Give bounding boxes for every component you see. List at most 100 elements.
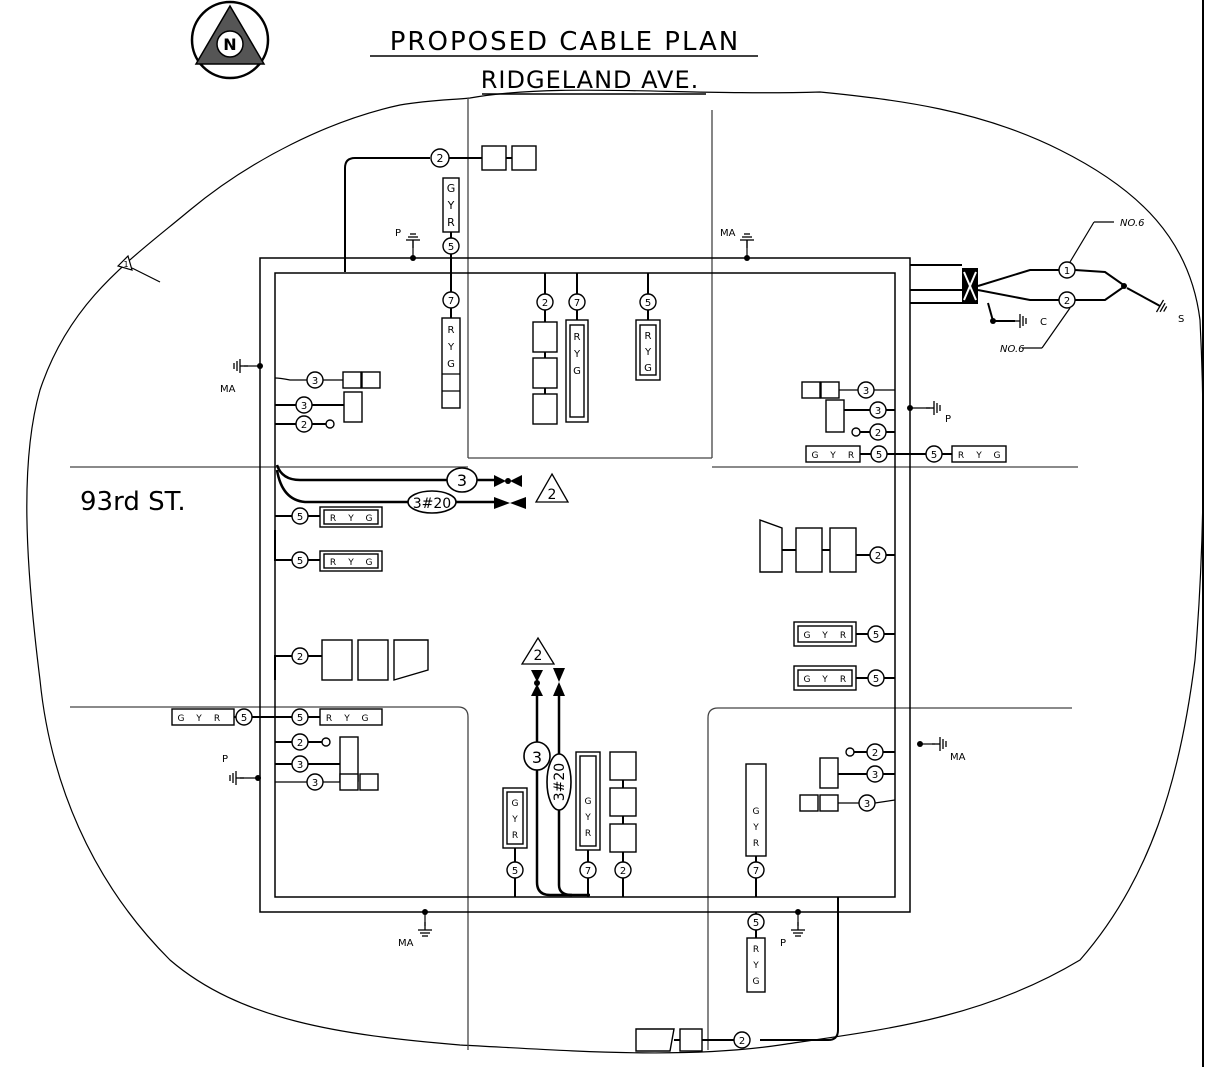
cable-count: 3 — [875, 406, 881, 417]
signal-letter: Y — [752, 823, 759, 833]
nw-ped-group: 3 3 2 — [274, 371, 381, 433]
cable-count: 3 — [863, 386, 869, 397]
service-disconnect: 1 2 S NO.6 NO.6 C — [962, 218, 1184, 355]
signal-letter: G — [812, 451, 819, 461]
signal-letter: Y — [347, 514, 354, 524]
cable-count: 5 — [297, 556, 303, 567]
ground-label-p: P — [945, 414, 951, 425]
north-mid-signal-group: 2 7 R Y G 5 R Y G — [532, 273, 661, 425]
revision-marker-2 — [520, 636, 556, 665]
signal-letter: Y — [829, 451, 836, 461]
signal-letter: R — [330, 514, 336, 524]
signal-letter: G — [366, 558, 373, 568]
signal-letter: R — [448, 325, 455, 336]
signal-letter: G — [573, 366, 581, 377]
signal-letter: Y — [752, 961, 759, 971]
signal-letter: R — [753, 945, 759, 955]
cable-count: 5 — [876, 450, 882, 461]
proposed-cable-south: 2 3 3#20 — [520, 636, 590, 897]
cable-count: 7 — [753, 866, 759, 877]
ground-label-c: C — [1040, 317, 1047, 328]
sw-signal-group: 2 G Y R 5 5 R Y G 2 3 3 — [171, 639, 429, 791]
signal-letter: R — [645, 331, 652, 342]
cable-count: 3 — [297, 760, 303, 771]
signal-letter: G — [585, 797, 592, 807]
signal-letter: R — [574, 332, 581, 343]
signal-letter: G — [804, 631, 811, 641]
title-line-2: RIDGELAND AVE. — [481, 66, 700, 94]
cable-count: 5 — [512, 866, 518, 877]
north-arrow-icon: N — [190, 0, 270, 80]
south-signal-group: G Y R 5 G Y R 7 2 — [502, 751, 637, 897]
signal-letter: Y — [447, 199, 455, 212]
cable-count: 3 — [301, 401, 307, 412]
signal-letter: R — [447, 216, 455, 229]
signal-letter: Y — [343, 714, 350, 724]
signal-letter: R — [330, 558, 336, 568]
signal-letter: G — [362, 714, 369, 724]
revision-marker-1-label: 1 — [123, 260, 128, 269]
cable-count: 5 — [753, 918, 759, 929]
signal-letter: R — [214, 714, 220, 724]
streets — [70, 98, 1078, 1050]
signal-letter: G — [447, 182, 456, 195]
ground-label-ma: MA — [720, 228, 736, 239]
signal-letter: R — [840, 631, 846, 641]
signal-letter: G — [366, 514, 373, 524]
ground-label-ma: MA — [220, 384, 236, 395]
project-boundary — [26, 89, 1204, 1054]
cable-count: 2 — [875, 551, 881, 562]
signal-letter: R — [585, 829, 591, 839]
signal-letter: Y — [584, 813, 591, 823]
signal-letter: R — [848, 451, 854, 461]
signal-letter: Y — [511, 815, 518, 825]
west-signal-group: 5 R Y G 5 R Y G — [274, 506, 383, 572]
ground-label-ma: MA — [950, 752, 966, 763]
title-line-1: PROPOSED CABLE PLAN — [390, 27, 741, 57]
cable-count: 2 — [297, 652, 303, 663]
ground-label-p: P — [395, 228, 401, 239]
signal-letter: G — [178, 714, 185, 724]
cable-count: 5 — [448, 242, 454, 253]
signal-letter: G — [447, 359, 455, 370]
signal-letter: Y — [821, 631, 828, 641]
street-label-93rd: 93rd ST. — [80, 487, 186, 517]
signal-letter: R — [840, 675, 846, 685]
cable-count: 2 — [872, 748, 878, 759]
east-signal-group: 2 G Y R 5 G Y R 5 — [759, 519, 895, 691]
signal-letter: Y — [644, 347, 652, 358]
grounds: P MA MA P MA P MA P — [220, 228, 966, 949]
cable-count: 2 — [437, 152, 444, 165]
cable-count: 2 — [875, 428, 881, 439]
cable-count: 2 — [620, 866, 626, 877]
revision-marker-2 — [534, 472, 570, 503]
ground-label-s: S — [1178, 314, 1184, 325]
cable-count: 3 — [532, 748, 542, 767]
signal-letter: G — [644, 363, 652, 374]
signal-letter: G — [753, 807, 760, 817]
revision-marker-2-label: 2 — [548, 487, 557, 503]
signal-letter: Y — [821, 675, 828, 685]
cable-count: 3 — [457, 471, 467, 490]
signal-letter: R — [326, 714, 332, 724]
cable-count: 7 — [585, 866, 591, 877]
signal-letter: Y — [195, 714, 202, 724]
signal-letter: Y — [347, 558, 354, 568]
north-label: N — [223, 35, 236, 54]
cable-count: 2 — [297, 738, 303, 749]
signal-letter: Y — [975, 451, 982, 461]
signal-letter: R — [958, 451, 964, 461]
cable-count: 3 — [864, 799, 870, 810]
cable-count: 7 — [448, 296, 454, 307]
cable-count: 5 — [931, 450, 937, 461]
wire-label-no6: NO.6 — [1000, 344, 1025, 355]
cable-count: 3 — [872, 770, 878, 781]
cable-count: 2 — [301, 420, 307, 431]
signal-letter: G — [753, 977, 760, 987]
cable-count: 5 — [297, 713, 303, 724]
cable-count: 2 — [739, 1036, 745, 1047]
signal-letter: R — [753, 839, 759, 849]
cable-count: 5 — [873, 630, 879, 641]
proposed-cable-west: 3 3#20 2 — [275, 464, 570, 514]
wire-label-no6: NO.6 — [1120, 218, 1145, 229]
